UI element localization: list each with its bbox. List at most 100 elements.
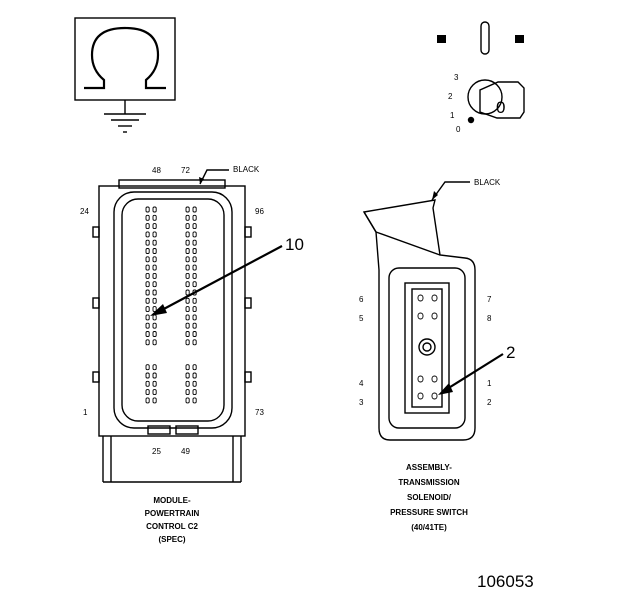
tsps-pin-label-3: 3: [359, 398, 364, 407]
pcm-pin-cavity: [185, 306, 190, 313]
tsps-callout-number: 2: [506, 343, 515, 362]
pcm-pin-label-1: 1: [83, 408, 88, 417]
tsps-pin-label-4: 4: [359, 379, 364, 388]
tsps-caption-line-3: SOLENOID/: [407, 493, 452, 502]
pcm-pin-cavity: [185, 206, 190, 213]
pcm-pin-cavity: [192, 248, 197, 254]
pcm-pin-cavity: [145, 372, 150, 379]
pcm-pin-label-24: 24: [80, 207, 89, 216]
pcm-pin-cavity: [152, 314, 157, 321]
pcm-pin-cavity: [145, 389, 150, 396]
pcm-pin-cavity: [185, 256, 190, 263]
pcm-pin-cavity: [192, 297, 197, 304]
pcm-pin-cavity: [145, 231, 150, 238]
pcm-pin-cavity: [192, 331, 197, 337]
pcm-pin-cavity: [185, 372, 190, 379]
pcm-pin-cavity: [145, 297, 150, 304]
pcm-pin-cavity: [152, 223, 157, 230]
pcm-pin-cavity: [152, 389, 157, 396]
pcm-pin-cavity: [152, 264, 157, 271]
pcm-pin-cavity: [152, 372, 157, 379]
ignition-key-icon: 3 2 1 0 0: [437, 21, 525, 134]
pcm-pin-cavity: [152, 281, 157, 288]
pcm-pin-cavity: [192, 281, 197, 288]
tsps-caption-line-2: TRANSMISSION: [398, 478, 460, 487]
pcm-pin-label-25: 25: [152, 447, 161, 456]
pcm-pin-label-48: 48: [152, 166, 161, 175]
pcm-pin-cavity: [185, 231, 190, 238]
pcm-pin-cavity: [192, 223, 197, 230]
pcm-pin-cavity: [152, 397, 157, 404]
pcm-pin-cavity: [145, 331, 150, 337]
pcm-pin-cavity: [185, 223, 190, 230]
pcm-pin-cavity: [192, 339, 197, 346]
pcm-pin-cavity: [185, 331, 190, 337]
ignition-position-2: 2: [448, 92, 453, 101]
pcm-pin-label-96: 96: [255, 207, 264, 216]
pcm-pin-cavity: [152, 297, 157, 304]
tsps-pin-label-8: 8: [487, 314, 492, 323]
tsps-caption-line-5: (40/41TE): [411, 523, 447, 532]
pcm-pin-cavity: [145, 322, 150, 329]
pcm-pin-cavity: [152, 206, 157, 213]
pcm-pin-cavity: [145, 214, 150, 221]
pcm-pin-cavity: [152, 256, 157, 263]
pcm-pin-cavity: [152, 339, 157, 346]
tsps-pin-label-5: 5: [359, 314, 364, 323]
pcm-pin-cavity: [145, 289, 150, 296]
pcm-pin-cavity: [152, 380, 157, 387]
tsps-pin-label-2: 2: [487, 398, 492, 407]
pcm-caption-line-4: (SPEC): [158, 535, 185, 544]
pcm-pin-cavity: [145, 223, 150, 230]
pcm-pin-cavity: [145, 281, 150, 288]
tsps-connector: 6 5 4 3 7 8 1 2 BLACK 2 ASSEMBLY- TRANSM…: [359, 178, 515, 532]
pcm-pin-cavity: [185, 281, 190, 288]
ignition-position-1: 1: [450, 111, 455, 120]
pcm-pin-cavity: [185, 397, 190, 404]
pcm-caption-line-2: POWERTRAIN: [145, 509, 200, 518]
pcm-pin-cavity: [152, 248, 157, 254]
pcm-pin-cavity: [185, 239, 190, 246]
pcm-pin-cavity: [192, 306, 197, 313]
pcm-pin-cavity: [185, 272, 190, 279]
pcm-pin-cavity: [145, 206, 150, 213]
pcm-pin-cavity: [145, 314, 150, 321]
pcm-pin-cavity: [192, 231, 197, 238]
pcm-pin-cavity: [185, 248, 190, 254]
figure-number: 106053: [477, 572, 534, 591]
tsps-pin-label-6: 6: [359, 295, 364, 304]
pcm-pin-cavity: [192, 206, 197, 213]
pcm-pin-cavity: [192, 256, 197, 263]
pcm-pin-cavity: [192, 322, 197, 329]
tsps-pin-label-7: 7: [487, 295, 492, 304]
ignition-position-3: 3: [454, 73, 459, 82]
pcm-pin-cavity: [192, 314, 197, 321]
pcm-pin-cavity: [185, 264, 190, 271]
ohm-ground-symbol-icon: [74, 17, 176, 133]
ignition-key-label: 0: [496, 98, 505, 117]
tsps-caption-line-1: ASSEMBLY-: [406, 463, 452, 472]
pcm-pin-cavity: [145, 397, 150, 404]
tsps-color-label: BLACK: [474, 178, 501, 187]
pcm-pin-cavity: [145, 364, 150, 371]
pcm-pin-cavity: [192, 372, 197, 379]
pcm-pin-cavity: [152, 322, 157, 329]
pcm-pin-cavity: [185, 297, 190, 304]
pcm-pin-label-72: 72: [181, 166, 190, 175]
pcm-callout-number: 10: [285, 235, 304, 254]
pcm-caption-line-3: CONTROL C2: [146, 522, 198, 531]
pcm-pin-cavity: [192, 389, 197, 396]
pcm-pin-cavity: [192, 397, 197, 404]
pcm-pin-cavity: [192, 272, 197, 279]
pcm-pin-cavity: [152, 239, 157, 246]
pcm-pin-cavity: [145, 339, 150, 346]
tsps-pin-label-1: 1: [487, 379, 492, 388]
pcm-pin-cavity: [152, 306, 157, 313]
pcm-caption-line-1: MODULE-: [153, 496, 191, 505]
pcm-pin-cavity: [185, 389, 190, 396]
pcm-pin-cavity: [152, 214, 157, 221]
pcm-pin-cavity: [152, 231, 157, 238]
ignition-position-0: 0: [456, 125, 461, 134]
pcm-pin-cavity: [152, 272, 157, 279]
